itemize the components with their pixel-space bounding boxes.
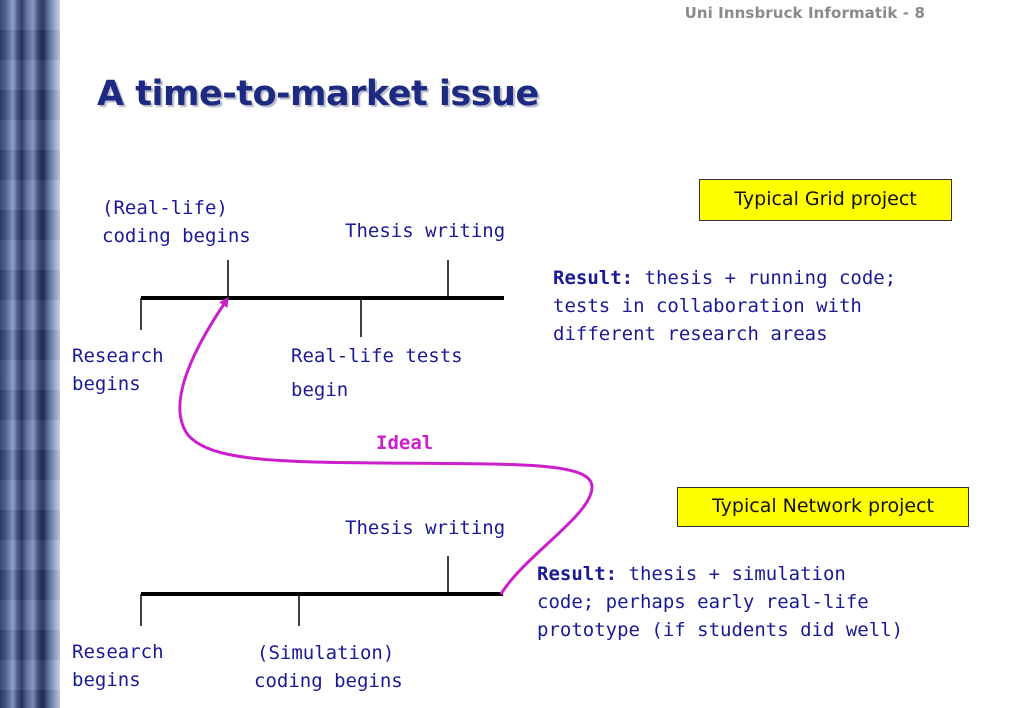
network-thesis-writing-label: Thesis writing: [345, 517, 506, 539]
network-result-line2: code; perhaps early real-life: [537, 591, 869, 613]
network-result-text: Result: thesis + simulation code; perhap…: [537, 560, 903, 644]
grid-research-begins-line2: begins: [72, 373, 141, 395]
grid-real-life-tests-line2: begin: [291, 379, 349, 401]
left-decorative-band: [0, 0, 60, 708]
grid-real-life-tests-line1: Real-life tests: [291, 345, 463, 367]
slide-header: Uni Innsbruck Informatik - 8: [684, 4, 925, 22]
network-result-line3: prototype (if students did well): [537, 619, 904, 641]
grid-result-label: Result:: [553, 267, 634, 289]
grid-research-begins-label: Research begins: [72, 342, 164, 398]
grid-coding-begins-line2: coding begins: [102, 225, 251, 247]
grid-project-box: Typical Grid project: [699, 179, 952, 221]
grid-coding-begins-label: (Real-life) coding begins: [102, 194, 251, 250]
grid-result-line2: tests in collaboration with: [553, 295, 862, 317]
network-result-label: Result:: [537, 563, 618, 585]
network-research-begins-label: Research begins: [72, 638, 164, 694]
grid-result-line1: thesis + running code;: [633, 267, 897, 289]
ideal-label: Ideal: [376, 432, 434, 454]
grid-coding-begins-line1: (Real-life): [102, 197, 228, 219]
grid-real-life-tests-label: Real-life tests begin: [291, 339, 463, 407]
network-research-begins-line2: begins: [72, 669, 141, 691]
network-coding-begins-line2: coding begins: [254, 670, 403, 692]
grid-research-begins-line1: Research: [72, 345, 164, 367]
grid-result-line3: different research areas: [553, 323, 828, 345]
network-coding-begins-label: (Simulation) coding begins: [254, 639, 403, 695]
network-coding-begins-line1: (Simulation): [257, 642, 395, 664]
network-project-box: Typical Network project: [677, 487, 969, 527]
grid-result-text: Result: thesis + running code; tests in …: [553, 264, 896, 348]
slide-title: A time-to-market issue: [97, 74, 539, 114]
grid-thesis-writing-label: Thesis writing: [345, 220, 506, 242]
ideal-curve-arrow: [178, 296, 594, 595]
network-research-begins-line1: Research: [72, 641, 164, 663]
network-result-line1: thesis + simulation: [617, 563, 846, 585]
